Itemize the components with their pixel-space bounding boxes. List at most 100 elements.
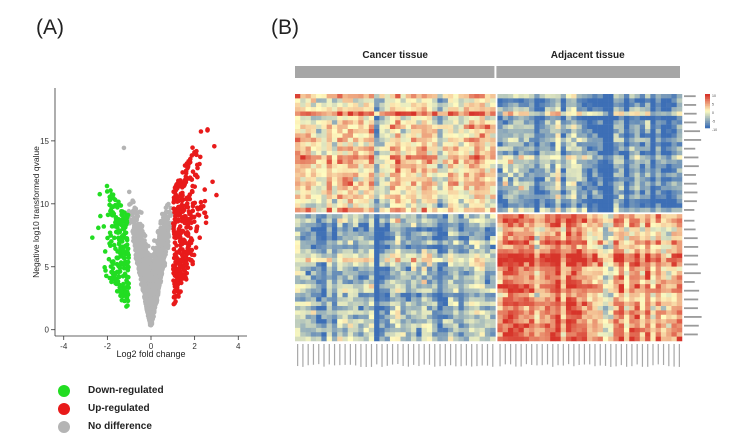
point-no-difference bbox=[139, 210, 144, 215]
heatmap-cell bbox=[347, 137, 354, 143]
heatmap-cell bbox=[513, 159, 519, 165]
heatmap-cell bbox=[416, 107, 422, 112]
heatmap-cell bbox=[469, 120, 475, 125]
point-no-difference bbox=[153, 273, 159, 279]
heatmap-cell bbox=[469, 124, 475, 130]
heatmap-cell bbox=[432, 129, 438, 134]
heatmap-cell bbox=[416, 129, 422, 134]
point-up-regulated bbox=[198, 199, 204, 205]
point-down-regulated bbox=[123, 215, 128, 220]
heatmap-cell bbox=[358, 94, 364, 99]
heatmap-cell bbox=[405, 164, 412, 169]
heatmap-cell bbox=[331, 142, 338, 147]
heatmap-cell bbox=[634, 107, 641, 112]
heatmap-cell bbox=[655, 194, 662, 200]
heatmap-cell bbox=[613, 190, 619, 195]
point-no-difference bbox=[158, 254, 164, 259]
heatmap-cell bbox=[534, 98, 540, 104]
heatmap-cell bbox=[316, 102, 322, 108]
heatmap-cell bbox=[618, 94, 625, 99]
heatmap-cell bbox=[581, 133, 588, 139]
heatmap-cell bbox=[507, 164, 514, 169]
heatmap-cell bbox=[353, 164, 359, 169]
point-no-difference bbox=[136, 265, 142, 271]
heatmap-cell bbox=[602, 94, 609, 99]
heatmap-cell bbox=[602, 107, 609, 112]
heatmap-cell bbox=[368, 129, 375, 134]
heatmap-cell bbox=[416, 102, 422, 108]
heatmap-cell bbox=[326, 190, 333, 195]
heatmap-cell bbox=[529, 129, 535, 134]
heatmap-cell bbox=[592, 190, 598, 195]
heatmap-cell bbox=[447, 159, 454, 165]
heatmap-cell bbox=[421, 142, 428, 147]
heatmap-cell bbox=[305, 164, 312, 169]
heatmap-cell bbox=[581, 102, 588, 108]
heatmap-cell bbox=[300, 102, 306, 108]
heatmap-cell bbox=[529, 150, 535, 156]
heatmap-cell bbox=[347, 164, 354, 169]
heatmap-cell bbox=[321, 111, 327, 117]
heatmap-cell bbox=[411, 150, 417, 156]
heatmap-cell bbox=[565, 194, 572, 200]
point-up-regulated bbox=[191, 252, 197, 258]
heatmap-cell bbox=[405, 133, 412, 139]
heatmap-cell bbox=[613, 159, 619, 165]
heatmap-cell bbox=[655, 98, 662, 104]
heatmap-cell bbox=[497, 124, 503, 130]
heatmap-cell bbox=[650, 102, 656, 108]
heatmap-cell bbox=[676, 120, 683, 125]
heatmap-cell bbox=[676, 129, 683, 134]
point-up-regulated bbox=[179, 185, 185, 190]
heatmap-cell bbox=[305, 199, 312, 204]
heatmap-cell bbox=[571, 146, 577, 152]
heatmap-cell bbox=[321, 159, 327, 165]
heatmap-cell bbox=[655, 142, 662, 147]
heatmap-cell bbox=[587, 124, 593, 130]
heatmap-cell bbox=[353, 137, 359, 143]
heatmap-cell bbox=[513, 172, 519, 178]
heatmap-cell bbox=[295, 194, 301, 200]
point-no-difference bbox=[135, 221, 141, 227]
point-down-regulated bbox=[118, 253, 123, 259]
heatmap-cell bbox=[666, 155, 672, 160]
heatmap-cell bbox=[426, 181, 433, 187]
heatmap-cell bbox=[395, 133, 401, 139]
heatmap-cell bbox=[347, 124, 354, 130]
point-up-regulated bbox=[176, 226, 182, 232]
point-up-regulated bbox=[171, 255, 177, 261]
heatmap-cell bbox=[534, 190, 540, 195]
heatmap-cell bbox=[513, 102, 519, 108]
heatmap-cell bbox=[353, 199, 359, 204]
heatmap-cell bbox=[576, 111, 583, 117]
heatmap-cell bbox=[295, 94, 301, 99]
heatmap-cell bbox=[305, 137, 312, 143]
y-tick-label: 15 bbox=[40, 137, 49, 146]
heatmap-cell bbox=[655, 107, 662, 112]
heatmap-cell bbox=[587, 146, 593, 152]
heatmap-cell bbox=[442, 194, 449, 200]
heatmap-cell bbox=[671, 194, 677, 200]
heatmap-cell bbox=[544, 98, 551, 104]
heatmap-cell bbox=[432, 150, 438, 156]
heatmap-cell bbox=[645, 168, 651, 174]
heatmap-cell bbox=[400, 115, 406, 121]
heatmap-cell bbox=[469, 137, 475, 143]
heatmap-cell bbox=[502, 124, 509, 130]
heatmap-cell bbox=[321, 94, 327, 99]
point-up-regulated bbox=[202, 187, 208, 192]
heatmap-cell bbox=[337, 155, 343, 160]
heatmap-cell bbox=[484, 164, 491, 169]
heatmap-cell bbox=[490, 159, 496, 165]
heatmap-cell bbox=[497, 98, 503, 104]
heatmap-cell bbox=[639, 185, 646, 191]
heatmap-cell bbox=[490, 185, 496, 191]
heatmap-cell bbox=[326, 137, 333, 143]
heatmap-cell bbox=[518, 137, 525, 143]
heatmap-cell bbox=[379, 133, 385, 139]
heatmap-cell bbox=[484, 137, 491, 143]
heatmap-cell bbox=[310, 124, 317, 130]
heatmap-cell bbox=[463, 190, 470, 195]
heatmap-cell bbox=[326, 159, 333, 165]
heatmap-cell bbox=[300, 111, 306, 117]
